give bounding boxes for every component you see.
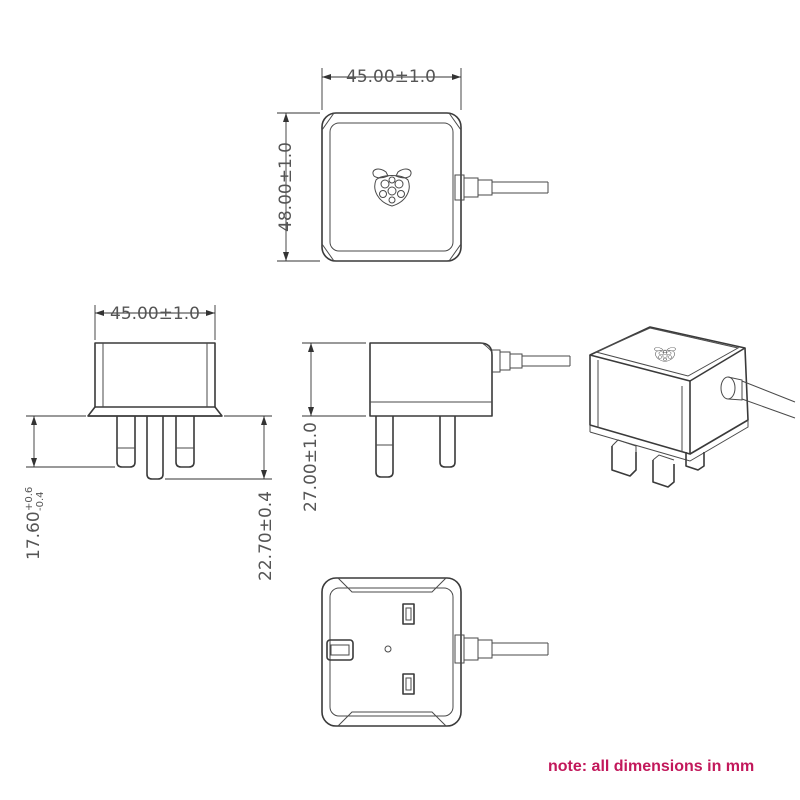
pin-short-value: 17.60: [24, 511, 44, 560]
isometric-view: [589, 326, 796, 488]
pin-short-tolerance-minus: -0.4: [35, 491, 46, 511]
side-view: [302, 342, 571, 478]
units-note: note: all dimensions in mm: [548, 758, 755, 775]
top-width-dimension: 45.00±1.0: [346, 67, 436, 87]
total-height-dimension: 27.00±1.0: [301, 422, 321, 512]
pin-short-dimension: 17.60 +0.6 -0.4: [24, 487, 46, 560]
pin-short-tolerance-plus: +0.6: [24, 487, 35, 511]
top-view: [277, 68, 549, 262]
front-view: [26, 305, 272, 480]
pin-long-dimension: 22.70±0.4: [256, 491, 276, 581]
raspberry-logo-icon: [654, 347, 676, 362]
bottom-view: [321, 577, 549, 727]
top-height-dimension: 48.00±1.0: [276, 142, 296, 232]
raspberry-logo-icon: [372, 168, 412, 207]
front-width-dimension: 45.00±1.0: [110, 304, 200, 324]
